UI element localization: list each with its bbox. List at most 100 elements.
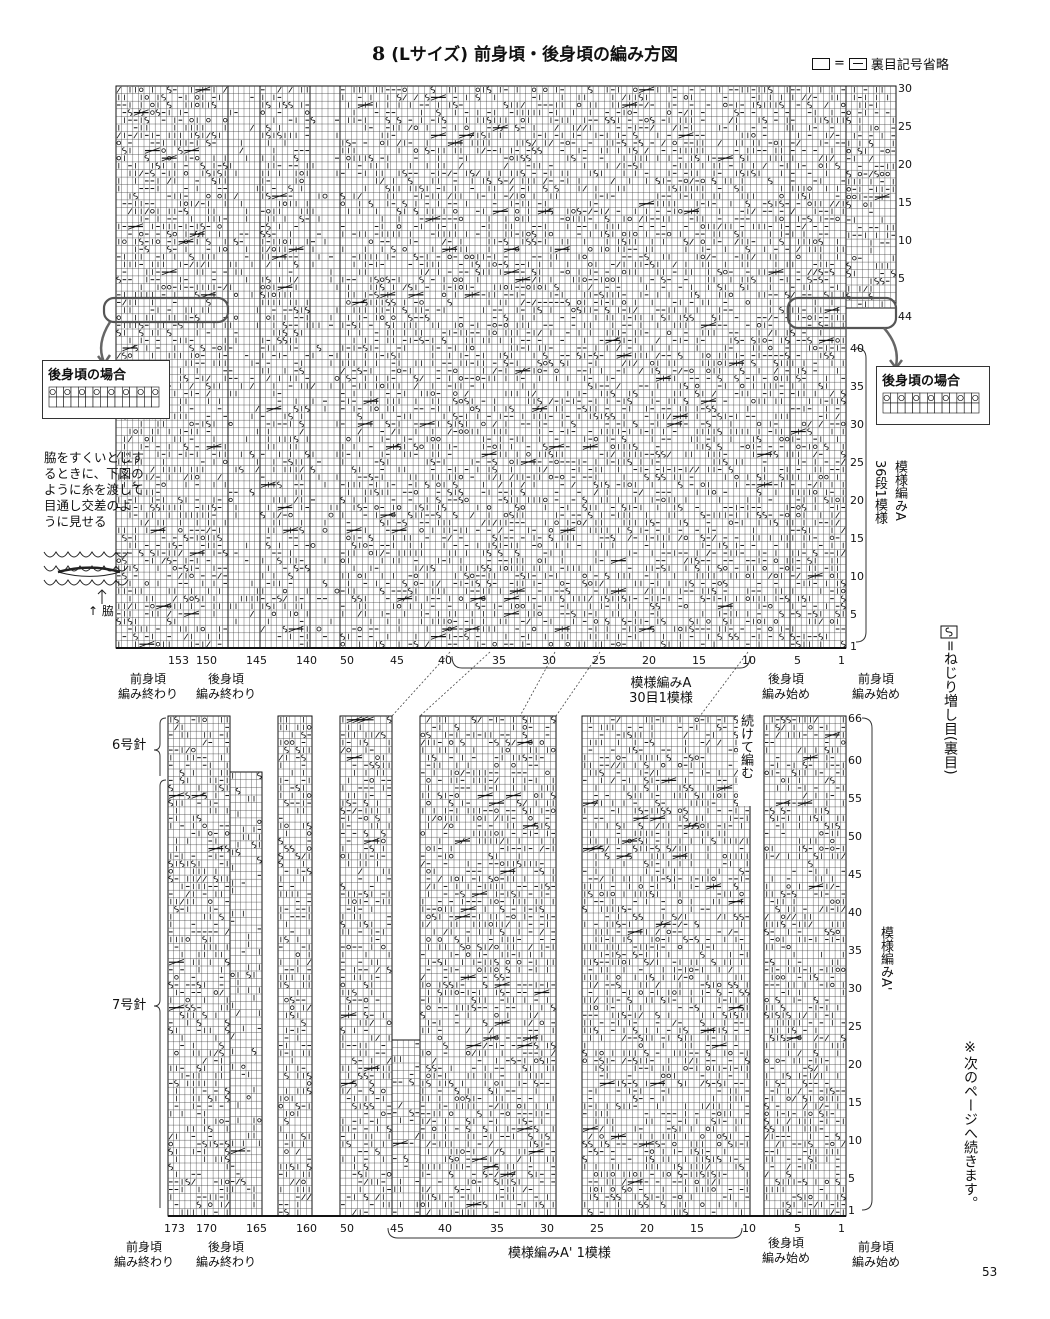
needle6-bracket — [153, 717, 167, 776]
column-number: 35 — [490, 1222, 504, 1235]
side-label: ↑ 脇 — [88, 604, 114, 618]
purl-symbol-icon — [848, 57, 867, 70]
column-number: 5 — [794, 1222, 801, 1235]
column-number: 5 — [794, 654, 801, 667]
row-number: 15 — [898, 196, 912, 209]
row-number: 10 — [850, 570, 864, 583]
row-number: 30 — [898, 82, 912, 95]
upper-center-panel — [339, 85, 791, 649]
legend-equals: = — [834, 56, 845, 71]
front-body-start-bottom: 前身頃 編み始め — [852, 1240, 900, 1270]
end-label: 編み終わり — [196, 687, 257, 701]
repeat-bracket-lower — [387, 1227, 743, 1239]
back-body-start-top: 後身頃 編み始め — [762, 672, 810, 702]
row-number: 25 — [850, 456, 864, 469]
back-body-label: 後身頃 — [768, 672, 805, 686]
column-number: 40 — [438, 654, 452, 667]
side-seam-illustration — [43, 551, 129, 604]
rows-per-repeat-label: 36段1模様 — [872, 460, 887, 524]
end-label: 編み終わり — [118, 687, 179, 701]
row-number: 15 — [848, 1096, 862, 1109]
arrow-right-icon — [883, 327, 898, 367]
needle-7-label: 7号針 — [112, 998, 147, 1013]
needle-6-label: 6号針 — [112, 738, 147, 753]
row-number: 10 — [848, 1134, 862, 1147]
front-body-end-bottom: 前身頃 編み終わり — [114, 1240, 174, 1270]
back-body-label: 後身頃 — [768, 1236, 805, 1250]
column-number: 170 — [196, 1222, 217, 1235]
column-number: 173 — [164, 1222, 185, 1235]
pattern-a-prime-vertical: 模様編みA' — [878, 926, 893, 991]
lower-center-ext-panel — [391, 1039, 421, 1217]
row-number: 44 — [898, 310, 912, 323]
row-number: 25 — [848, 1020, 862, 1033]
upper-right-panel — [789, 85, 847, 649]
back-body-end-bottom: 後身頃 編み終わり — [196, 1240, 256, 1270]
lower-center-panel — [419, 715, 557, 1217]
row-number: 30 — [850, 418, 864, 431]
twist-increase-note: =ねじり増し目(裏目) — [942, 640, 958, 775]
start-label: 編み始め — [852, 687, 901, 701]
row-number: 35 — [850, 380, 864, 393]
front-body-label: 前身頃 — [130, 672, 167, 686]
column-number: 165 — [246, 1222, 267, 1235]
column-number: 10 — [742, 654, 756, 667]
column-number: 10 — [742, 1222, 756, 1235]
front-body-start-top: 前身頃 編み始め — [852, 672, 900, 702]
side-note-line: るときに、下図の — [44, 466, 144, 481]
pattern-a-prime-label: 模様編みA' 1模様 — [508, 1246, 611, 1261]
end-label: 編み終わり — [196, 1255, 257, 1269]
repeat-bracket — [451, 655, 751, 669]
column-number: 145 — [246, 654, 267, 667]
continued-next-page-note: ※次のページへ続きます。 — [962, 1040, 978, 1210]
row-number: 1 — [850, 640, 857, 653]
page-title: 8 (Lサイズ) 前身頃・後身頃の編み方図 — [0, 40, 1050, 65]
end-label: 編み終わり — [114, 1255, 175, 1269]
back-body-case-label: 後身頃の場合 — [882, 374, 961, 389]
column-number: 15 — [692, 654, 706, 667]
side-note-line: うに見せる — [44, 514, 107, 529]
column-number: 25 — [590, 1222, 604, 1235]
row-number: 30 — [848, 982, 862, 995]
row-number: 20 — [898, 158, 912, 171]
legend-text: 裏目記号省略 — [870, 58, 949, 73]
row-number: 25 — [898, 120, 912, 133]
column-number: 140 — [296, 654, 317, 667]
lower-right-center-panel — [581, 715, 751, 1217]
column-number: 40 — [438, 1222, 452, 1235]
lower-center-left-panel — [339, 715, 393, 1217]
row-number: 5 — [898, 272, 905, 285]
back-body-label: 後身頃 — [208, 1240, 245, 1254]
column-number: 45 — [390, 1222, 404, 1235]
row44-highlight-right — [786, 296, 898, 330]
back-body-case-box-left: 後身頃の場合 — [42, 360, 170, 419]
column-number: 30 — [542, 654, 556, 667]
row-number: 15 — [850, 532, 864, 545]
side-note-line: ように糸を渡して — [44, 482, 144, 497]
front-body-label: 前身頃 — [858, 1240, 895, 1254]
upper-gap-panel — [309, 85, 341, 649]
twist-increase-legend — [940, 624, 958, 643]
row-number: 5 — [848, 1172, 855, 1185]
row-number: 40 — [850, 342, 864, 355]
start-label: 編み始め — [762, 1251, 811, 1265]
upper-right-top-panel — [845, 85, 897, 309]
column-number: 15 — [690, 1222, 704, 1235]
lower-left-mid-panel — [277, 715, 313, 1217]
back-body-case-label: 後身頃の場合 — [48, 368, 127, 383]
start-label: 編み始め — [762, 687, 811, 701]
row-number: 20 — [848, 1058, 862, 1071]
front-body-label: 前身頃 — [858, 672, 895, 686]
row44-highlight-left — [102, 296, 230, 324]
row-number: 45 — [848, 868, 862, 881]
start-label: 編み始め — [852, 1255, 901, 1269]
page-number: 53 — [982, 1265, 998, 1279]
row-number: 5 — [850, 608, 857, 621]
back-body-case-mini-chart — [882, 392, 980, 414]
rows-bracket-lower — [861, 717, 873, 1211]
front-body-end-top: 前身頃 編み終わり — [118, 672, 178, 702]
column-number: 25 — [592, 654, 606, 667]
pattern-a-vertical: 模様編みA — [892, 460, 907, 521]
connector-line — [419, 651, 491, 717]
